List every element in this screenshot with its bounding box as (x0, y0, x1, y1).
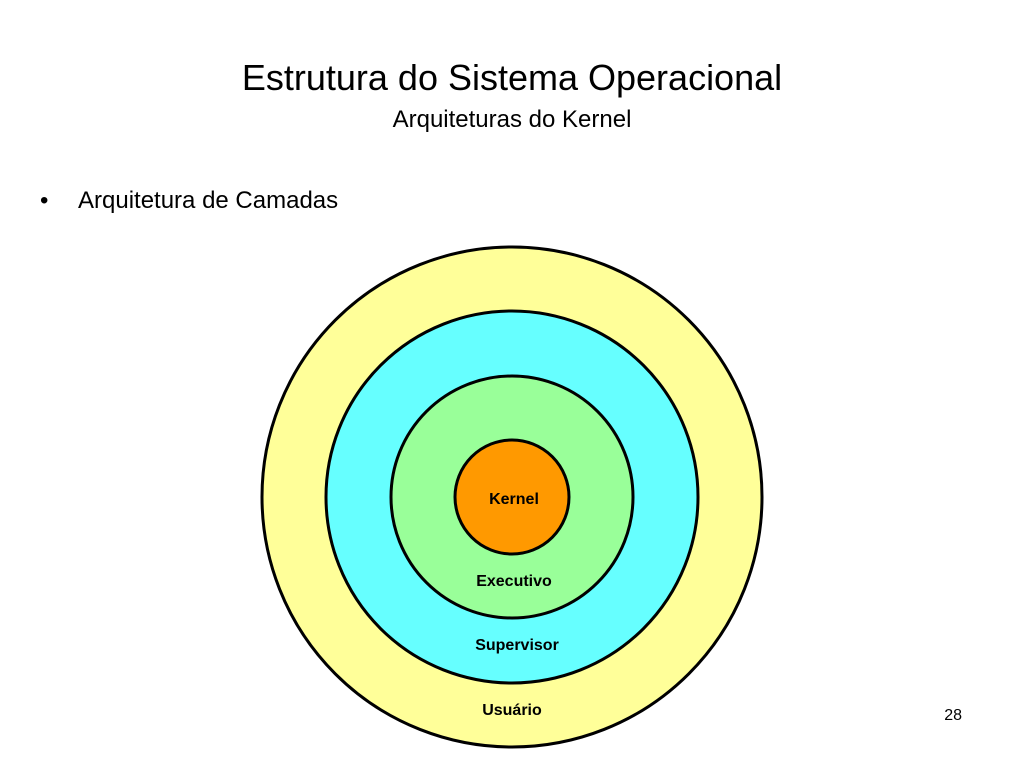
bullet-dot-icon: • (40, 187, 49, 214)
layer-label-kernel: Kernel (489, 491, 539, 508)
page-number: 28 (944, 707, 962, 724)
layer-ring-kernel (453, 438, 571, 556)
bullet-text: Arquitetura de Camadas (78, 187, 339, 214)
slide-subtitle: Arquiteturas do Kernel (392, 106, 632, 133)
layer-label-usuario: Usuário (482, 702, 542, 719)
slide-title: Estrutura do Sistema Operacional (241, 57, 783, 98)
bullet-item: • Arquitetura de Camadas (40, 186, 338, 216)
bullet-list: • Arquitetura de Camadas (40, 186, 338, 216)
layer-label-executivo: Executivo (476, 573, 552, 590)
layer-label-supervisor: Supervisor (475, 637, 559, 654)
